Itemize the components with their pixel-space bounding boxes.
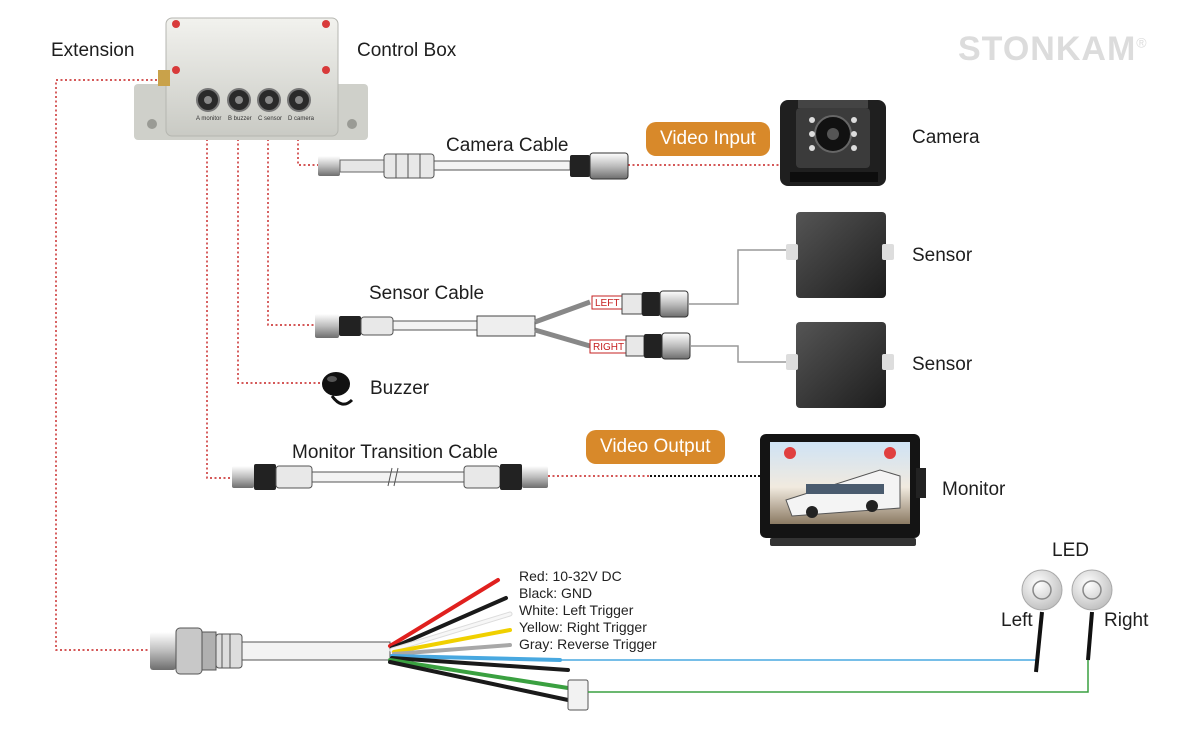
- sensor-1: [786, 212, 894, 298]
- sensor-cable: LEFT RIGHT: [315, 249, 796, 363]
- sensor-cable-label: Sensor Cable: [369, 283, 485, 304]
- led-left: [1021, 569, 1063, 673]
- sensor-label-1: Sensor: [912, 245, 973, 266]
- monitor: [760, 434, 926, 546]
- monitor-label: Monitor: [942, 479, 1006, 500]
- signal-lines: [55, 79, 780, 651]
- control-box: A monitor B buzzer C sensor D camera: [134, 17, 368, 140]
- monitor-transition-cable-label: Monitor Transition Cable: [292, 442, 498, 463]
- sensor-tag-right: RIGHT: [593, 342, 624, 353]
- brand-logo: STONKAM®: [958, 30, 1148, 68]
- wire-label-red: Red: 10-32V DC: [519, 568, 622, 584]
- sensor-label-2: Sensor: [912, 354, 973, 375]
- buzzer-label: Buzzer: [370, 378, 430, 399]
- monitor-port-line: [206, 112, 232, 479]
- sensor-2: [786, 322, 894, 408]
- harness-wires: [388, 578, 570, 702]
- camera-cable-label: Camera Cable: [446, 135, 569, 156]
- sensor-tag-left: LEFT: [595, 298, 619, 309]
- led-right-label: Right: [1104, 610, 1149, 631]
- buzzer: [322, 372, 354, 406]
- wire-label-gray: Gray: Reverse Trigger: [519, 636, 657, 652]
- extension-harness: [150, 578, 1089, 711]
- led-right: [1071, 569, 1113, 661]
- port-label-a: A monitor: [196, 116, 221, 122]
- sensor-port-line: [267, 112, 315, 326]
- led-left-label: Left: [1001, 610, 1033, 631]
- monitor-transition-cable: [232, 464, 548, 490]
- extension-label: Extension: [51, 40, 135, 61]
- port-label-c: C sensor: [258, 116, 282, 122]
- control-box-label: Control Box: [357, 40, 457, 61]
- port-label-b: B buzzer: [228, 116, 252, 122]
- video-input-badge: Video Input: [646, 122, 770, 156]
- camera: [780, 100, 886, 186]
- video-output-badge: Video Output: [586, 430, 725, 464]
- extension-line: [55, 79, 166, 651]
- camera-cable: [318, 152, 629, 180]
- wire-label-white: White: Left Trigger: [519, 602, 634, 618]
- control-box-ports: [196, 88, 311, 112]
- wire-label-black: Black: GND: [519, 585, 593, 601]
- led-label: LED: [1052, 540, 1089, 561]
- buzzer-port-line: [237, 112, 322, 384]
- camera-label: Camera: [912, 127, 980, 148]
- wire-label-yellow: Yellow: Right Trigger: [519, 619, 647, 635]
- port-label-d: D camera: [288, 116, 315, 122]
